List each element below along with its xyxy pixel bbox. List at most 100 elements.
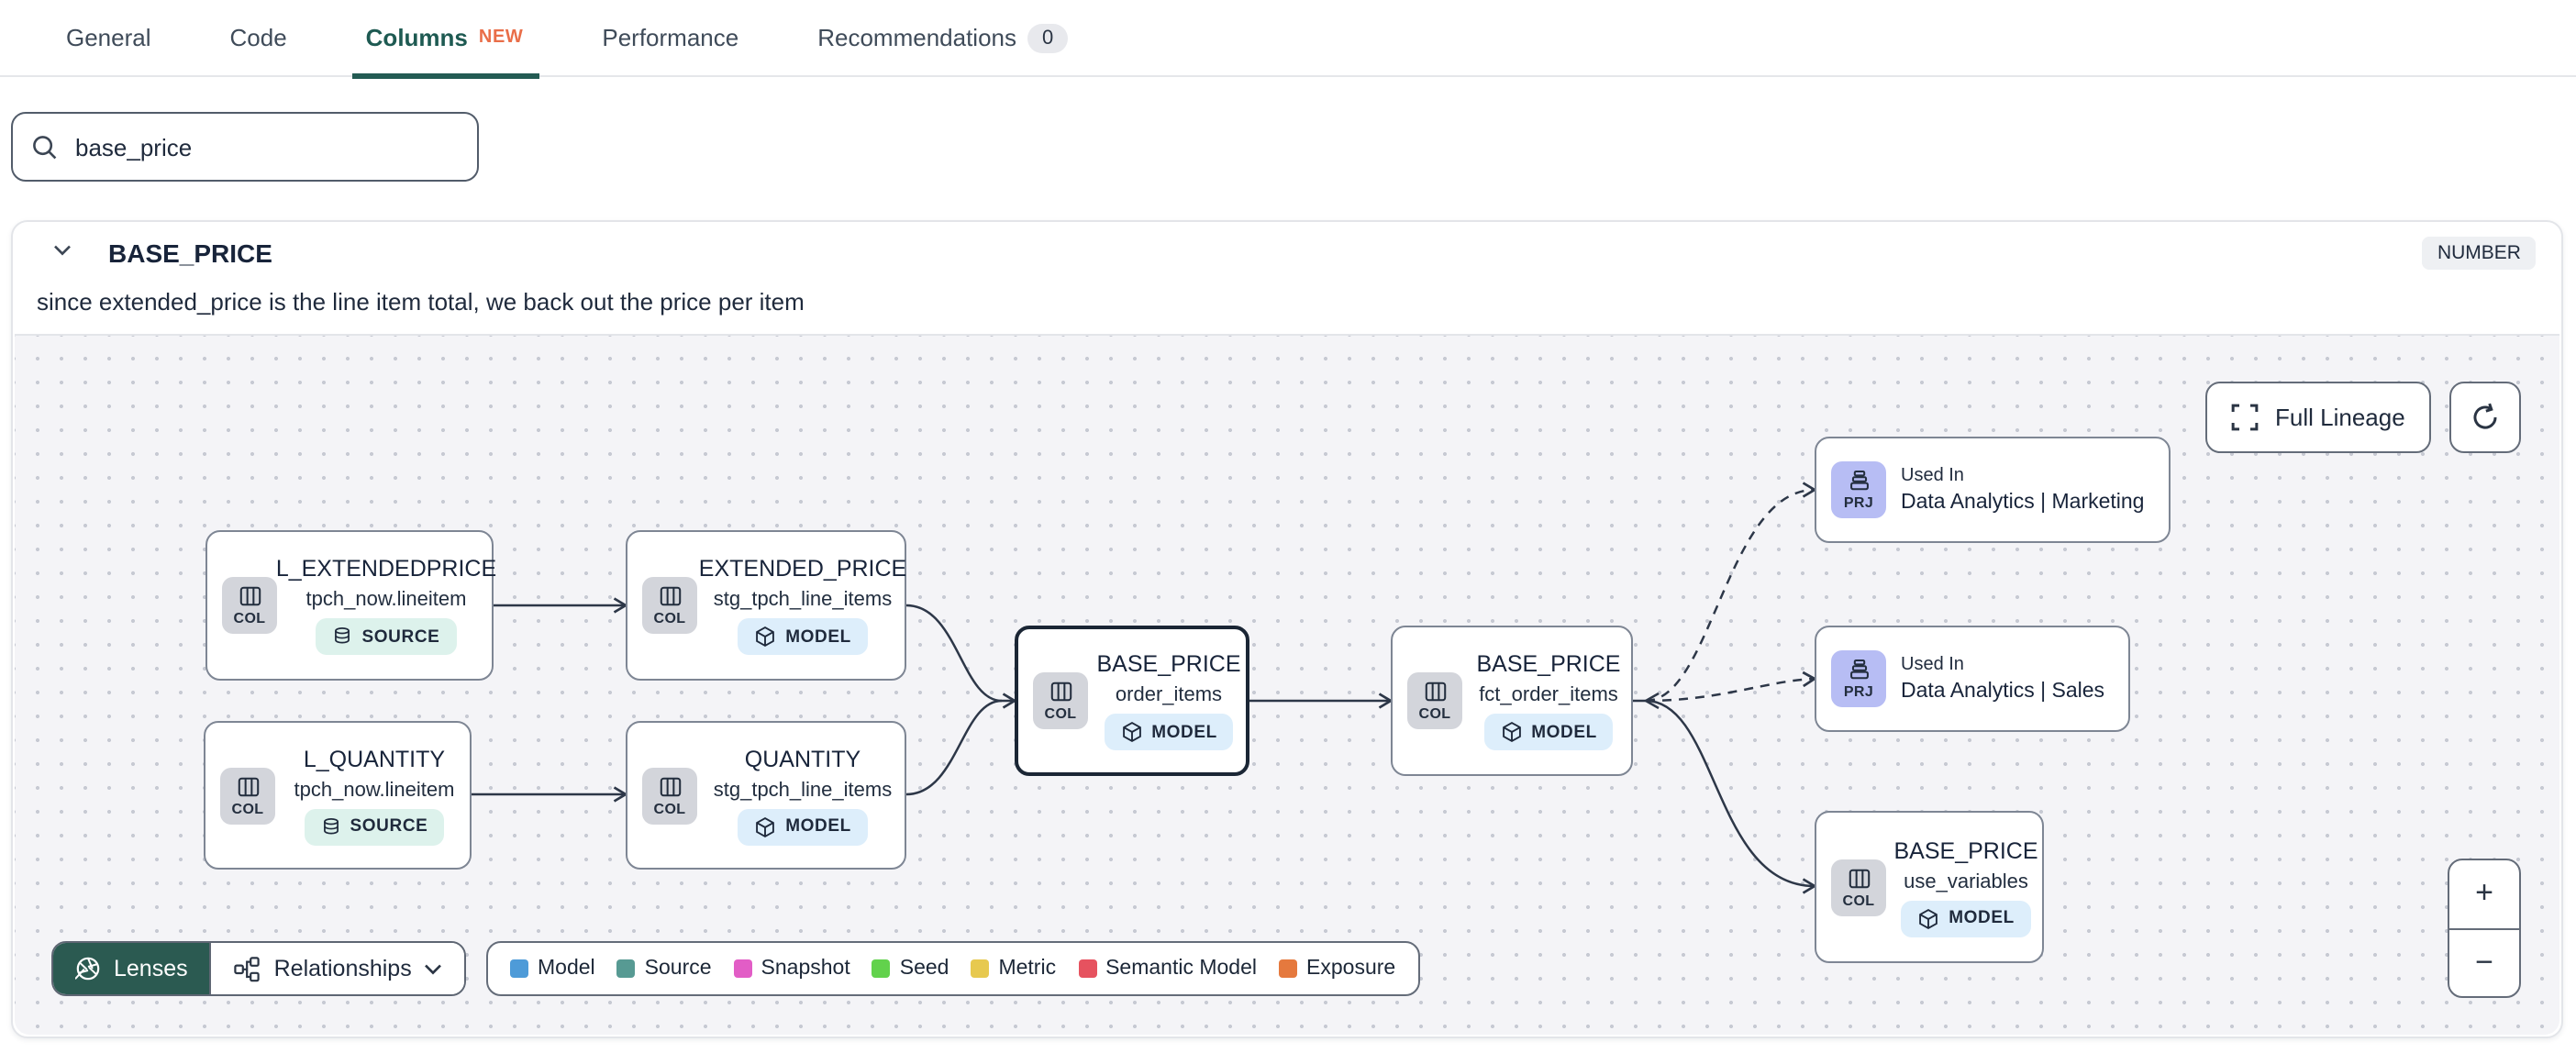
column-kind-badge: COL	[220, 767, 275, 824]
node-title: EXTENDED_PRICE	[698, 556, 907, 582]
exposure-name: Data Analytics | Sales	[1901, 681, 2105, 703]
tab-bar: General Code Columns NEW Performance Rec…	[0, 0, 2576, 78]
model-badge: MODEL	[1104, 714, 1234, 750]
legend-item: Metric	[971, 958, 1056, 980]
chevron-down-icon[interactable]	[53, 244, 72, 257]
tab-performance[interactable]: Performance	[602, 0, 738, 76]
exposure-name: Data Analytics | Marketing	[1901, 492, 2145, 514]
tab-code[interactable]: Code	[230, 0, 287, 76]
refresh-button[interactable]	[2449, 382, 2521, 453]
lineage-node-quantity[interactable]: COL QUANTITY stg_tpch_line_items MODEL	[626, 721, 906, 870]
column-kind-badge: COL	[642, 767, 697, 824]
cube-icon	[1122, 721, 1141, 743]
snapshot-swatch	[733, 959, 752, 978]
chevron-down-icon	[425, 963, 442, 974]
node-subtitle: use_variables	[1904, 870, 2028, 892]
legend-item: Seed	[872, 958, 949, 980]
metric-swatch	[971, 959, 990, 978]
exposure-swatch	[1279, 959, 1298, 978]
column-kind-badge: COL	[642, 577, 697, 634]
node-subtitle: stg_tpch_line_items	[713, 589, 893, 611]
columns-icon	[659, 586, 681, 606]
lineage-node-base-price-fct-order-items[interactable]: COL BASE_PRICE fct_order_items MODEL	[1391, 626, 1633, 776]
stacked-trays-icon	[1849, 470, 1868, 491]
zoom-controls: + −	[2448, 859, 2521, 998]
full-lineage-button[interactable]: Full Lineage	[2205, 382, 2431, 453]
column-kind-badge: COL	[1033, 672, 1088, 729]
lineage-edges	[472, 482, 1817, 894]
project-kind-badge: PRJ	[1831, 461, 1886, 518]
lineage-node-exposure-sales[interactable]: PRJ Used In Data Analytics | Sales	[1815, 626, 2130, 732]
node-title: BASE_PRICE	[1476, 651, 1621, 677]
node-title: BASE_PRICE	[1096, 651, 1241, 677]
legend-item: Semantic Model	[1078, 958, 1257, 980]
column-kind-badge: COL	[222, 577, 277, 634]
search-input[interactable]	[75, 133, 442, 161]
lineage-canvas[interactable]: COL L_EXTENDEDPRICE tpch_now.lineitem SO…	[15, 334, 2559, 1035]
source-badge: SOURCE	[304, 808, 445, 845]
legend-item: Snapshot	[733, 958, 850, 980]
lenses-button[interactable]: Lenses	[53, 943, 210, 994]
lineage-node-exposure-marketing[interactable]: PRJ Used In Data Analytics | Marketing	[1815, 437, 2171, 543]
lineage-node-base-price-order-items-selected[interactable]: COL BASE_PRICE order_items MODEL	[1015, 626, 1249, 776]
database-icon	[323, 817, 339, 834]
stacked-trays-icon	[1849, 659, 1868, 680]
database-icon	[335, 627, 350, 644]
columns-icon	[659, 776, 681, 796]
columns-icon	[239, 586, 261, 606]
used-in-label: Used In	[1901, 466, 1964, 486]
seed-swatch	[872, 959, 891, 978]
column-description: since extended_price is the line item to…	[37, 288, 805, 316]
relationships-dropdown[interactable]: Relationships	[209, 943, 465, 994]
tab-recommendations[interactable]: Recommendations 0	[817, 0, 1069, 76]
node-subtitle: stg_tpch_line_items	[713, 779, 893, 801]
column-panel: BASE_PRICE NUMBER since extended_price i…	[11, 220, 2563, 1038]
columns-icon	[1049, 682, 1071, 702]
source-badge: SOURCE	[316, 618, 457, 655]
model-badge: MODEL	[1901, 900, 2031, 937]
tab-label: Code	[229, 24, 287, 51]
column-search[interactable]	[11, 112, 479, 182]
legend-item: Model	[510, 958, 595, 980]
source-swatch	[616, 959, 636, 978]
lenses-control: Lenses Relationships	[51, 941, 467, 996]
zoom-out-button[interactable]: −	[2475, 944, 2493, 980]
column-kind-badge: COL	[1407, 672, 1462, 729]
legend-item: Exposure	[1279, 958, 1395, 980]
node-subtitle: order_items	[1115, 684, 1223, 706]
cube-icon	[756, 815, 775, 837]
used-in-label: Used In	[1901, 655, 1964, 675]
tab-columns[interactable]: Columns NEW	[352, 0, 540, 78]
lineage-node-base-price-use-variables[interactable]: COL BASE_PRICE use_variables MODEL	[1815, 811, 2044, 963]
lineage-node-extended-price[interactable]: COL EXTENDED_PRICE stg_tpch_line_items M…	[626, 530, 906, 681]
tab-general[interactable]: General	[66, 0, 151, 76]
cube-icon	[1502, 721, 1521, 743]
node-type-legend: Model Source Snapshot Seed Metric Semant…	[486, 941, 1420, 996]
new-badge: NEW	[478, 28, 524, 48]
tab-label: General	[66, 24, 151, 51]
relationships-icon	[234, 956, 261, 981]
model-swatch	[510, 959, 528, 978]
column-kind-badge: COL	[1831, 859, 1886, 915]
search-icon	[31, 133, 59, 161]
recommendations-count-badge: 0	[1027, 23, 1069, 52]
fullscreen-icon	[2231, 404, 2259, 431]
node-subtitle: tpch_now.lineitem	[294, 779, 455, 801]
semantic-model-swatch	[1078, 959, 1097, 978]
columns-icon	[1424, 682, 1446, 702]
model-badge: MODEL	[738, 618, 868, 655]
legend-item: Source	[616, 958, 712, 980]
node-title: L_QUANTITY	[303, 746, 446, 771]
cube-icon	[756, 626, 775, 648]
lineage-node-l-quantity[interactable]: COL L_QUANTITY tpch_now.lineitem SOURCE	[204, 721, 472, 870]
tab-label: Recommendations	[817, 24, 1016, 51]
node-subtitle: fct_order_items	[1479, 684, 1618, 706]
columns-icon	[237, 776, 259, 796]
lineage-node-l-extendedprice[interactable]: COL L_EXTENDEDPRICE tpch_now.lineitem SO…	[205, 530, 496, 681]
node-title: BASE_PRICE	[1893, 837, 2038, 863]
tab-label: Columns	[365, 24, 468, 51]
zoom-in-button[interactable]: +	[2449, 860, 2519, 929]
node-subtitle: tpch_now.lineitem	[305, 589, 467, 611]
tab-label: Performance	[602, 24, 739, 51]
